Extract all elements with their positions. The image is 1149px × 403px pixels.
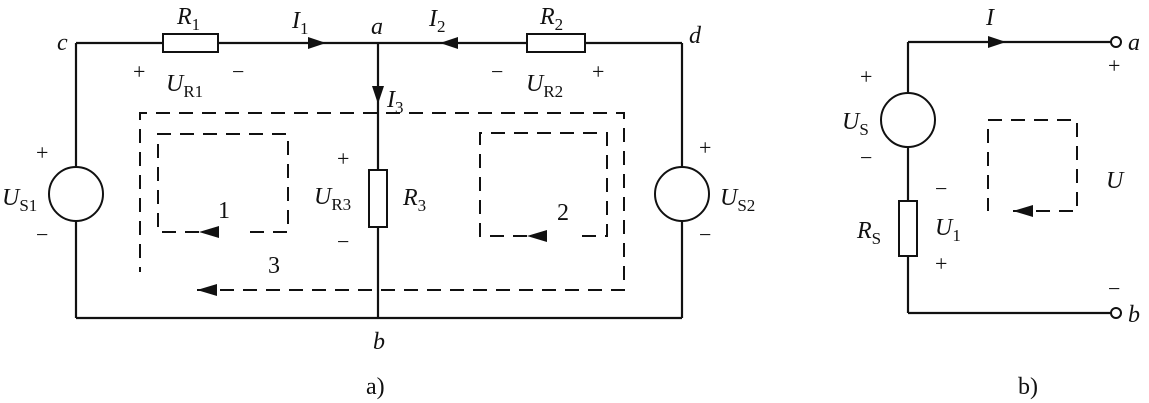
us1-minus: − bbox=[36, 222, 48, 247]
arrow-i bbox=[988, 36, 1006, 48]
resistor-r1 bbox=[162, 33, 219, 53]
ur3-minus: − bbox=[337, 229, 349, 254]
label-ur2: UR2 bbox=[526, 71, 563, 101]
label-i1-sym: I bbox=[291, 8, 301, 34]
label-ur1-sym: U bbox=[166, 71, 185, 97]
label-rs: RS bbox=[856, 218, 881, 248]
label-ur2-sym: U bbox=[526, 71, 545, 97]
label-us2: US2 bbox=[720, 185, 755, 215]
u1-minus: − bbox=[935, 176, 947, 201]
u1-plus: + bbox=[935, 251, 947, 276]
loop-1-label: 1 bbox=[218, 198, 230, 224]
label-r1-sym: R bbox=[176, 4, 192, 30]
ur1-plus: + bbox=[133, 59, 145, 84]
terminal-a bbox=[1110, 36, 1122, 48]
label-ur3: UR3 bbox=[314, 184, 351, 214]
label-ur3-sym: U bbox=[314, 184, 333, 210]
label-r1-sub: 1 bbox=[192, 15, 201, 34]
ur3-plus: + bbox=[337, 146, 349, 171]
label-us1: US1 bbox=[2, 185, 37, 215]
label-r3-sub: 3 bbox=[418, 196, 427, 215]
us2-plus: + bbox=[699, 135, 711, 160]
circuit-b: I a b US RS U1 U + − − + + − b) bbox=[842, 5, 1140, 400]
label-u1-sym: U bbox=[935, 215, 954, 241]
loop-3 bbox=[139, 112, 625, 291]
label-us1-sub: S1 bbox=[19, 196, 37, 215]
node-label-b: b bbox=[373, 329, 385, 355]
resistor-rs bbox=[898, 200, 918, 257]
u-plus: + bbox=[1108, 53, 1120, 78]
label-us2-sub: S2 bbox=[737, 196, 755, 215]
label-i1-sub: 1 bbox=[300, 19, 309, 38]
node-label-d: d bbox=[689, 23, 702, 49]
label-i2: I2 bbox=[428, 6, 446, 36]
arrow-i3 bbox=[372, 86, 384, 104]
arrow-loop-2 bbox=[527, 230, 547, 242]
terminal-b bbox=[1110, 307, 1122, 319]
label-us1-sym: U bbox=[2, 185, 21, 211]
label-ur1-sub: R1 bbox=[183, 82, 203, 101]
loop-b bbox=[987, 119, 1078, 212]
label-i1: I1 bbox=[291, 8, 309, 38]
label-us-sub: S bbox=[859, 120, 868, 139]
label-rs-sym: R bbox=[856, 218, 872, 244]
arrow-i1 bbox=[308, 37, 326, 49]
arrow-loop-3 bbox=[197, 284, 217, 296]
label-ur1: UR1 bbox=[166, 71, 203, 101]
node-label-a-b: a bbox=[1128, 30, 1140, 56]
label-rs-sub: S bbox=[872, 229, 881, 248]
arrow-loop-1 bbox=[199, 226, 219, 238]
source-us2 bbox=[654, 166, 710, 222]
label-us2-sym: U bbox=[720, 185, 739, 211]
caption-b: b) bbox=[1018, 374, 1038, 400]
node-label-b-b: b bbox=[1128, 302, 1140, 328]
caption-a: a) bbox=[366, 374, 385, 400]
label-us-sym: U bbox=[842, 109, 861, 135]
label-i3: I3 bbox=[386, 87, 404, 117]
ur1-minus: − bbox=[232, 59, 244, 84]
label-r3: R3 bbox=[402, 185, 426, 215]
label-i3-sub: 3 bbox=[395, 98, 404, 117]
label-u1-sub: 1 bbox=[952, 226, 961, 245]
label-ur3-sub: R3 bbox=[331, 195, 351, 214]
label-us: US bbox=[842, 109, 869, 139]
label-r2: R2 bbox=[539, 4, 563, 34]
resistor-r3 bbox=[368, 169, 388, 228]
label-i2-sym: I bbox=[428, 6, 438, 32]
arrow-loop-b bbox=[1013, 205, 1033, 217]
label-i3-sym: I bbox=[386, 87, 396, 113]
node-label-c: c bbox=[57, 30, 68, 56]
arrow-i2 bbox=[440, 37, 458, 49]
label-r2-sub: 2 bbox=[555, 15, 564, 34]
loop-2 bbox=[479, 132, 608, 237]
loop-3-label: 3 bbox=[268, 253, 280, 279]
ur2-minus: − bbox=[491, 59, 503, 84]
us-plus: + bbox=[860, 64, 872, 89]
us-minus: − bbox=[860, 145, 872, 170]
us2-minus: − bbox=[699, 222, 711, 247]
u-minus: − bbox=[1108, 276, 1120, 301]
label-i2-sub: 2 bbox=[437, 17, 446, 36]
us1-plus: + bbox=[36, 140, 48, 165]
resistor-r2 bbox=[526, 33, 586, 53]
source-us1 bbox=[48, 166, 104, 222]
ur2-plus: + bbox=[592, 59, 604, 84]
wires-a bbox=[74, 41, 684, 320]
label-ur2-sub: R2 bbox=[543, 82, 563, 101]
label-u: U bbox=[1106, 168, 1125, 194]
source-us bbox=[880, 92, 936, 148]
label-r2-sym: R bbox=[539, 4, 555, 30]
loop-2-label: 2 bbox=[557, 200, 569, 226]
label-i: I bbox=[985, 5, 995, 31]
label-r1: R1 bbox=[176, 4, 200, 34]
loop-1 bbox=[157, 133, 289, 233]
node-label-a: a bbox=[371, 14, 383, 40]
label-u1: U1 bbox=[935, 215, 961, 245]
label-r3-sym: R bbox=[402, 185, 418, 211]
circuit-a: c a d b R1 R2 R3 I1 I2 I3 UR1 UR2 UR3 US… bbox=[2, 4, 755, 400]
